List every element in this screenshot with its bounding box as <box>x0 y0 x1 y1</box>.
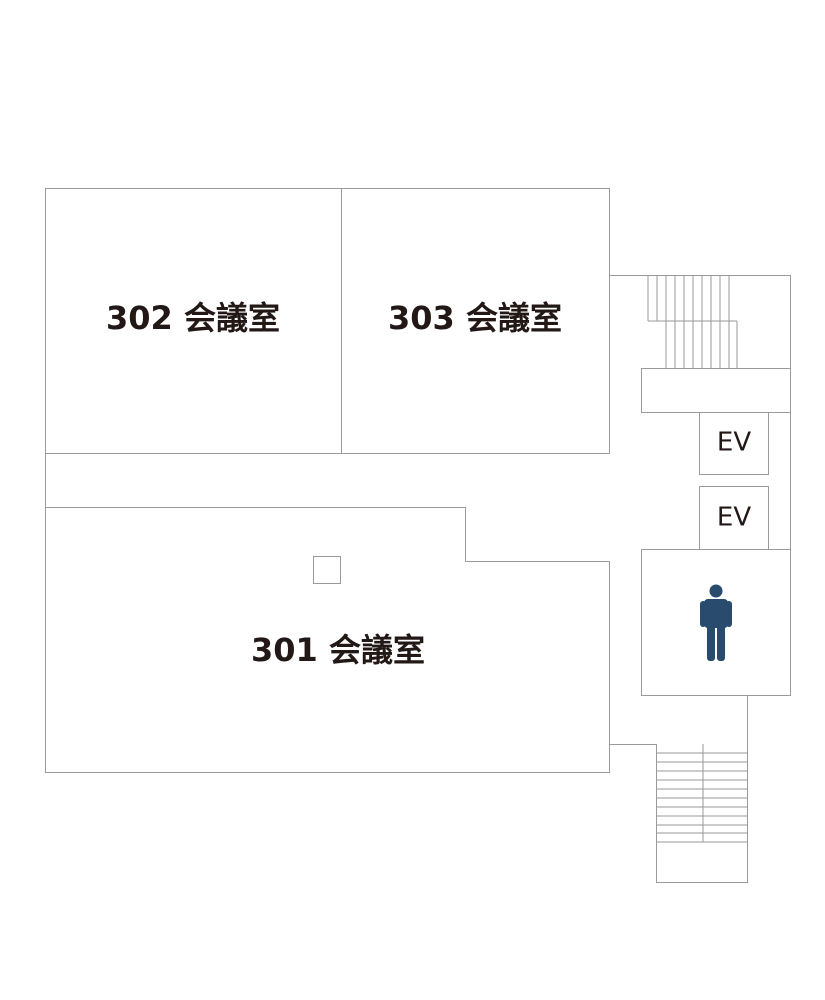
lower-stair-steps <box>657 744 747 843</box>
upper-stair-outline <box>609 275 791 550</box>
elevator-lower-label: EV <box>717 503 751 533</box>
room-301-label: 301 会議室 <box>251 631 425 669</box>
room-301-outline <box>45 507 610 773</box>
elevator-upper-label: EV <box>717 428 751 458</box>
restroom-outline <box>641 549 791 696</box>
room-303-label: 303 会議室 <box>388 299 562 337</box>
person-icon <box>700 584 732 661</box>
pillar <box>313 556 341 584</box>
room-303-outline <box>341 188 610 454</box>
elevator-upper-outline <box>699 412 769 475</box>
room-302-label: 302 会議室 <box>106 299 280 337</box>
lower-stair-outline <box>609 695 748 883</box>
stair-landing <box>641 368 791 413</box>
upper-stair-steps <box>647 276 738 368</box>
